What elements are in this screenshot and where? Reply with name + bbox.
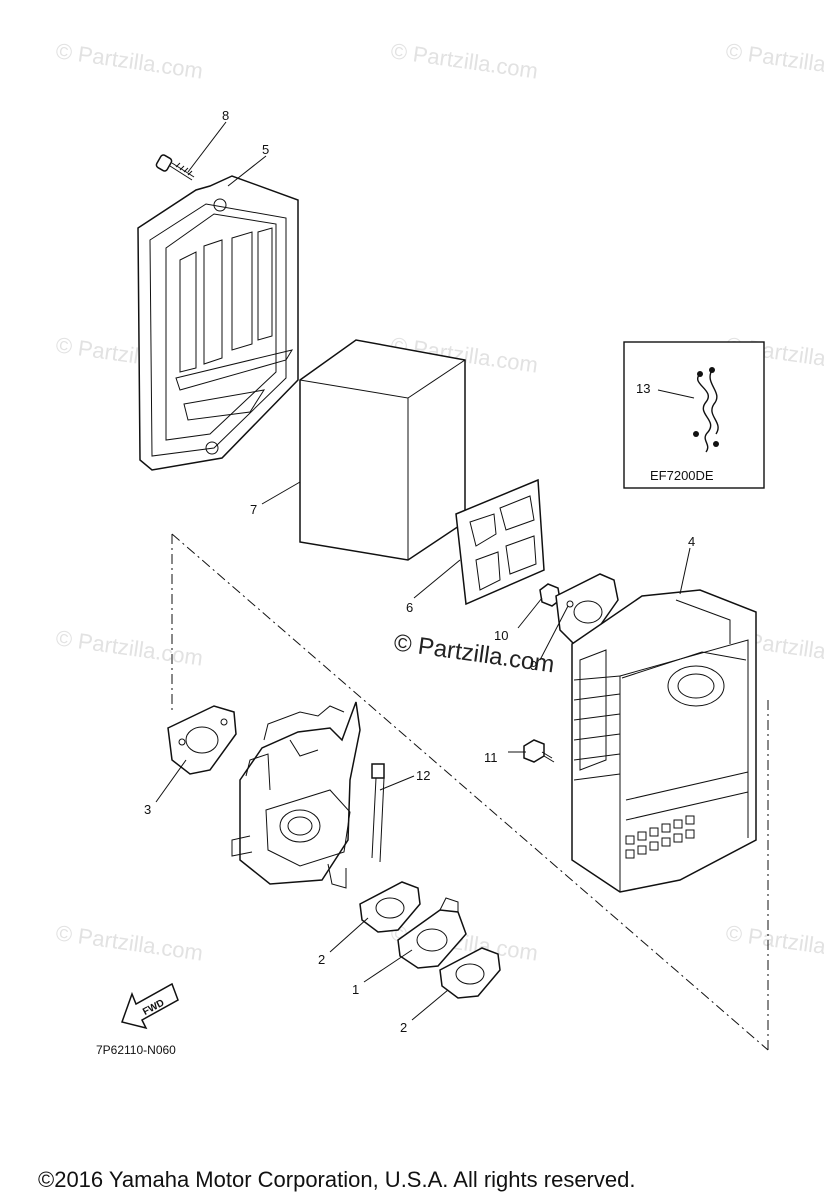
part-bolt-11 <box>523 739 555 763</box>
callout-12: 12 <box>416 768 430 783</box>
diagram-code: 7P62110-N060 <box>96 1043 176 1057</box>
watermark: © Partzilla.com <box>724 38 824 83</box>
part-carburetor <box>231 701 361 889</box>
part-air-cleaner-cover-5 <box>137 175 299 471</box>
part-cable-tie-12 <box>371 763 385 863</box>
callout-1: 1 <box>352 982 359 997</box>
watermark: © Partzilla.com <box>389 38 539 83</box>
part-insulator-1 <box>397 897 467 969</box>
callout-9: 9 <box>530 658 537 673</box>
fwd-arrow-icon: FWD <box>121 982 179 1030</box>
callout-3: 3 <box>144 802 151 817</box>
callout-2: 2 <box>400 1020 407 1035</box>
wire-harness-icon <box>697 373 712 453</box>
callout-4: 4 <box>688 534 695 549</box>
callout-13: 13 <box>636 381 650 396</box>
watermark: © Partzilla.com <box>54 920 204 965</box>
part-screen-6 <box>455 478 545 606</box>
part-filter-element-7 <box>299 339 466 561</box>
callouts: 8 5 7 6 4 10 9 3 11 12 2 1 2 <box>144 108 695 1035</box>
part-gasket-9 <box>555 573 619 645</box>
part-gasket-2-upper <box>359 881 421 933</box>
case-grille <box>625 815 695 859</box>
callout-8: 8 <box>222 108 229 123</box>
callout-2: 2 <box>318 952 325 967</box>
callout-10: 10 <box>494 628 508 643</box>
callout-5: 5 <box>262 142 269 157</box>
part-gasket-2-lower <box>439 947 501 999</box>
callout-7: 7 <box>250 502 257 517</box>
callout-6: 6 <box>406 600 413 615</box>
leader-lines <box>155 121 691 1021</box>
inset-label: EF7200DE <box>650 468 714 483</box>
watermark: © Partzilla.com <box>724 920 824 965</box>
inset-box: 13 EF7200DE <box>623 341 765 489</box>
watermark: © Partzilla.com <box>54 625 204 670</box>
part-air-cleaner-case-4 <box>571 589 757 893</box>
inset-frame <box>623 341 765 489</box>
part-gasket-3 <box>167 705 237 775</box>
part-bolt-8 <box>155 154 195 181</box>
copyright-notice: ©2016 Yamaha Motor Corporation, U.S.A. A… <box>38 1167 635 1192</box>
watermark: © Partzilla.com <box>54 38 204 83</box>
callout-11: 11 <box>484 750 498 765</box>
assembly-outline <box>171 533 769 1051</box>
